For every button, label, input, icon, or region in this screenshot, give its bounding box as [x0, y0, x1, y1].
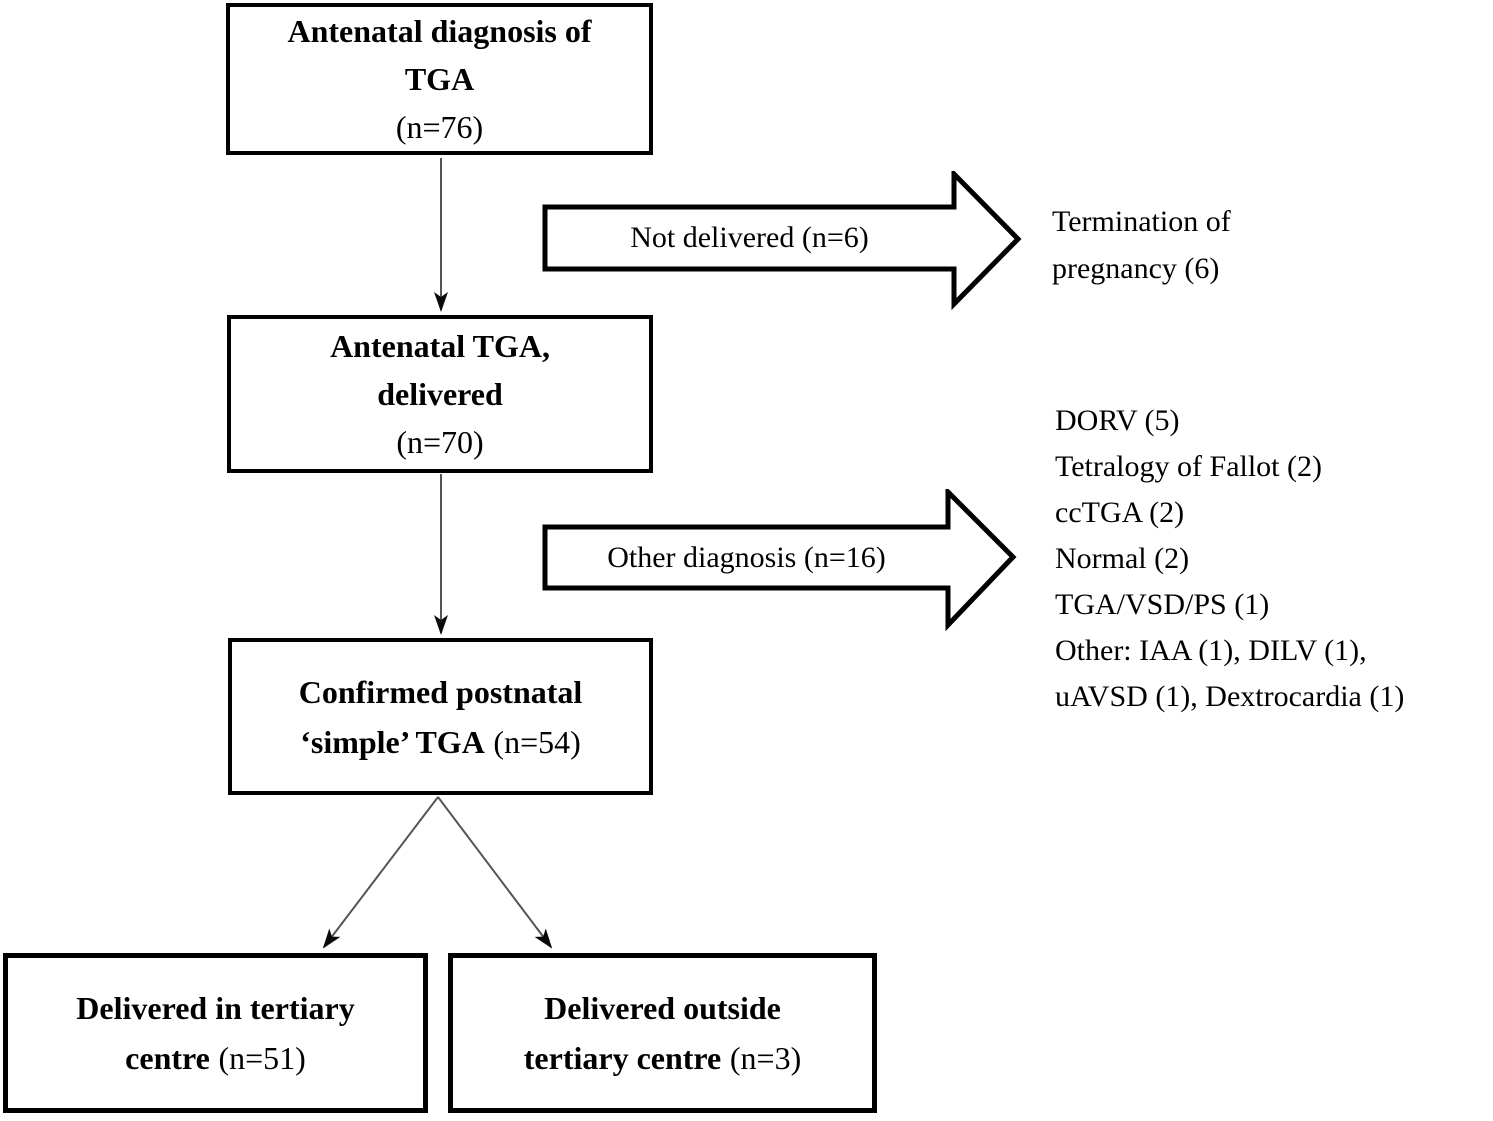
box-delivered-outside-tertiary-centre: Delivered outside tertiary centre(n=3) — [448, 953, 877, 1113]
box-n-count: (n=76) — [395, 109, 484, 145]
box-n-count: (n=70) — [396, 424, 484, 460]
box-text-bold-segment: tertiary centre — [523, 1040, 722, 1076]
diagnosis-list-item: Normal (2) — [1055, 542, 1190, 575]
box-n-count: (n=3) — [729, 1040, 802, 1076]
box-text-line: tertiary centre(n=3) — [524, 1033, 801, 1083]
box-text-line: Antenatal TGA, — [330, 328, 550, 364]
box-text-line: Delivered outside — [544, 990, 781, 1026]
box-text-line: ‘simple’ TGA(n=54) — [300, 717, 581, 767]
termination-line: pregnancy (6) — [1052, 252, 1220, 285]
block-arrow-label: Not delivered (n=6) — [630, 221, 869, 254]
box-text-bold-segment: ‘simple’ TGA — [300, 723, 485, 760]
block-arrow-shape — [542, 171, 1022, 311]
box-text-line: Antenatal diagnosis of — [287, 13, 592, 49]
diagnosis-list-item: TGA/VSD/PS (1) — [1055, 588, 1270, 621]
box-antenatal-tga-delivered: Antenatal TGA, delivered (n=70) — [227, 315, 653, 473]
box-text-line: Confirmed postnatal — [298, 673, 583, 710]
diagnosis-list-item: DORV (5) — [1055, 404, 1180, 437]
block-arrow-other-diagnosis: Other diagnosis (n=16) — [542, 489, 1020, 631]
block-arrow-label: Other diagnosis (n=16) — [607, 540, 886, 574]
diagnosis-list-item: Other: IAA (1), DILV (1), — [1055, 634, 1367, 667]
arrow-confirmed-to-tertiary — [322, 796, 439, 949]
arrow-confirmed-to-outside — [437, 796, 553, 949]
box-delivered-in-tertiary-centre: Delivered in tertiary centre(n=51) — [3, 953, 428, 1113]
diagnosis-list-item: uAVSD (1), Dextrocardia (1) — [1055, 680, 1405, 713]
box-confirmed-postnatal-simple-tga: Confirmed postnatal ‘simple’ TGA(n=54) — [228, 638, 653, 795]
box-text-line: centre(n=51) — [125, 1033, 306, 1083]
diagnosis-list-item: Tetralogy of Fallot (2) — [1055, 450, 1322, 483]
box-antenatal-diagnosis-of-tga: Antenatal diagnosis of TGA (n=76) — [226, 3, 653, 155]
box-text-bold-segment: centre — [125, 1040, 210, 1076]
block-arrow-not-delivered: Not delivered (n=6) — [542, 171, 1024, 311]
diagnosis-list-item: ccTGA (2) — [1055, 496, 1185, 529]
block-arrow-shape — [542, 489, 1017, 631]
termination-of-pregnancy-text: Termination of pregnancy (6) — [1052, 198, 1231, 292]
box-n-count: (n=54) — [493, 723, 581, 760]
box-text-line: Delivered in tertiary — [76, 990, 355, 1026]
box-text-line: TGA — [404, 61, 475, 97]
box-n-count: (n=51) — [218, 1040, 306, 1076]
other-diagnoses-list: DORV (5) Tetralogy of Fallot (2) ccTGA (… — [1055, 398, 1404, 720]
box-text-line: delivered — [377, 376, 503, 412]
termination-line: Termination of — [1052, 205, 1231, 238]
